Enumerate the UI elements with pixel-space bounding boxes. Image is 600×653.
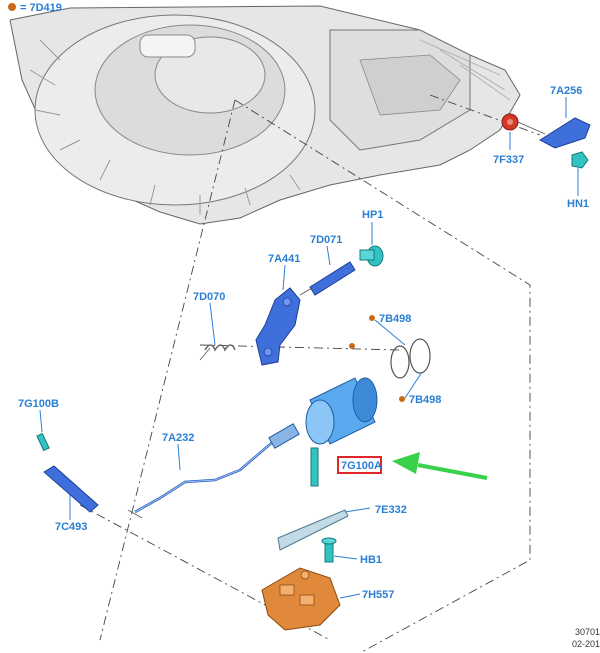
- label-7h557: 7H557: [362, 589, 394, 601]
- label-hn1: HN1: [567, 198, 589, 210]
- legend-dot: [8, 3, 16, 11]
- label-7b498-bottom: 7B498: [409, 394, 441, 406]
- label-7g100a: 7G100A: [341, 460, 382, 472]
- part-7c493-shaft: [43, 465, 99, 513]
- label-hb1: HB1: [360, 554, 382, 566]
- part-7h557-body: [261, 567, 341, 631]
- part-hn1-nut: [571, 151, 589, 169]
- part-7g100a-rod: [310, 447, 319, 487]
- part-7a441-lever: [255, 287, 301, 366]
- part-hb1-bolt: [321, 537, 337, 563]
- part-7d071-pin: [299, 261, 356, 296]
- legend: = 7D419: [8, 2, 62, 14]
- part-7f337-seal: [501, 113, 546, 135]
- orange-dot-7b498-bottom: [399, 396, 405, 402]
- footer-date: 02-201: [572, 639, 600, 649]
- part-7a256-bracket: [539, 117, 591, 149]
- leader-lines: [39, 97, 579, 599]
- label-7d071: 7D071: [310, 234, 342, 246]
- part-hp1-plug: [359, 245, 384, 267]
- label-7a441: 7A441: [268, 253, 300, 265]
- label-7g100b: 7G100B: [18, 398, 59, 410]
- part-7d070-spring: [199, 344, 236, 361]
- part-7e332-plate: [277, 509, 349, 551]
- orange-dot-7b498-top: [369, 315, 375, 321]
- part-7g100b-pin: [36, 432, 50, 452]
- legend-text: = 7D419: [20, 2, 62, 14]
- label-7a256: 7A256: [550, 85, 582, 97]
- label-7f337: 7F337: [493, 154, 524, 166]
- part-7b498-rings: [390, 338, 431, 379]
- label-7e332: 7E332: [375, 504, 407, 516]
- transmission-housing: [9, 5, 521, 225]
- label-7b498-top: 7B498: [379, 313, 411, 325]
- footer-code: 30701: [575, 627, 600, 637]
- part-servo-cylinder: [305, 343, 378, 445]
- label-7c493: 7C493: [55, 521, 87, 533]
- green-arrow-icon: [392, 452, 488, 480]
- part-7a232-cable: [127, 423, 300, 519]
- label-7a232: 7A232: [162, 432, 194, 444]
- highlight-box-7g100a: [337, 456, 382, 474]
- label-7d070: 7D070: [193, 291, 225, 303]
- label-hp1: HP1: [362, 209, 383, 221]
